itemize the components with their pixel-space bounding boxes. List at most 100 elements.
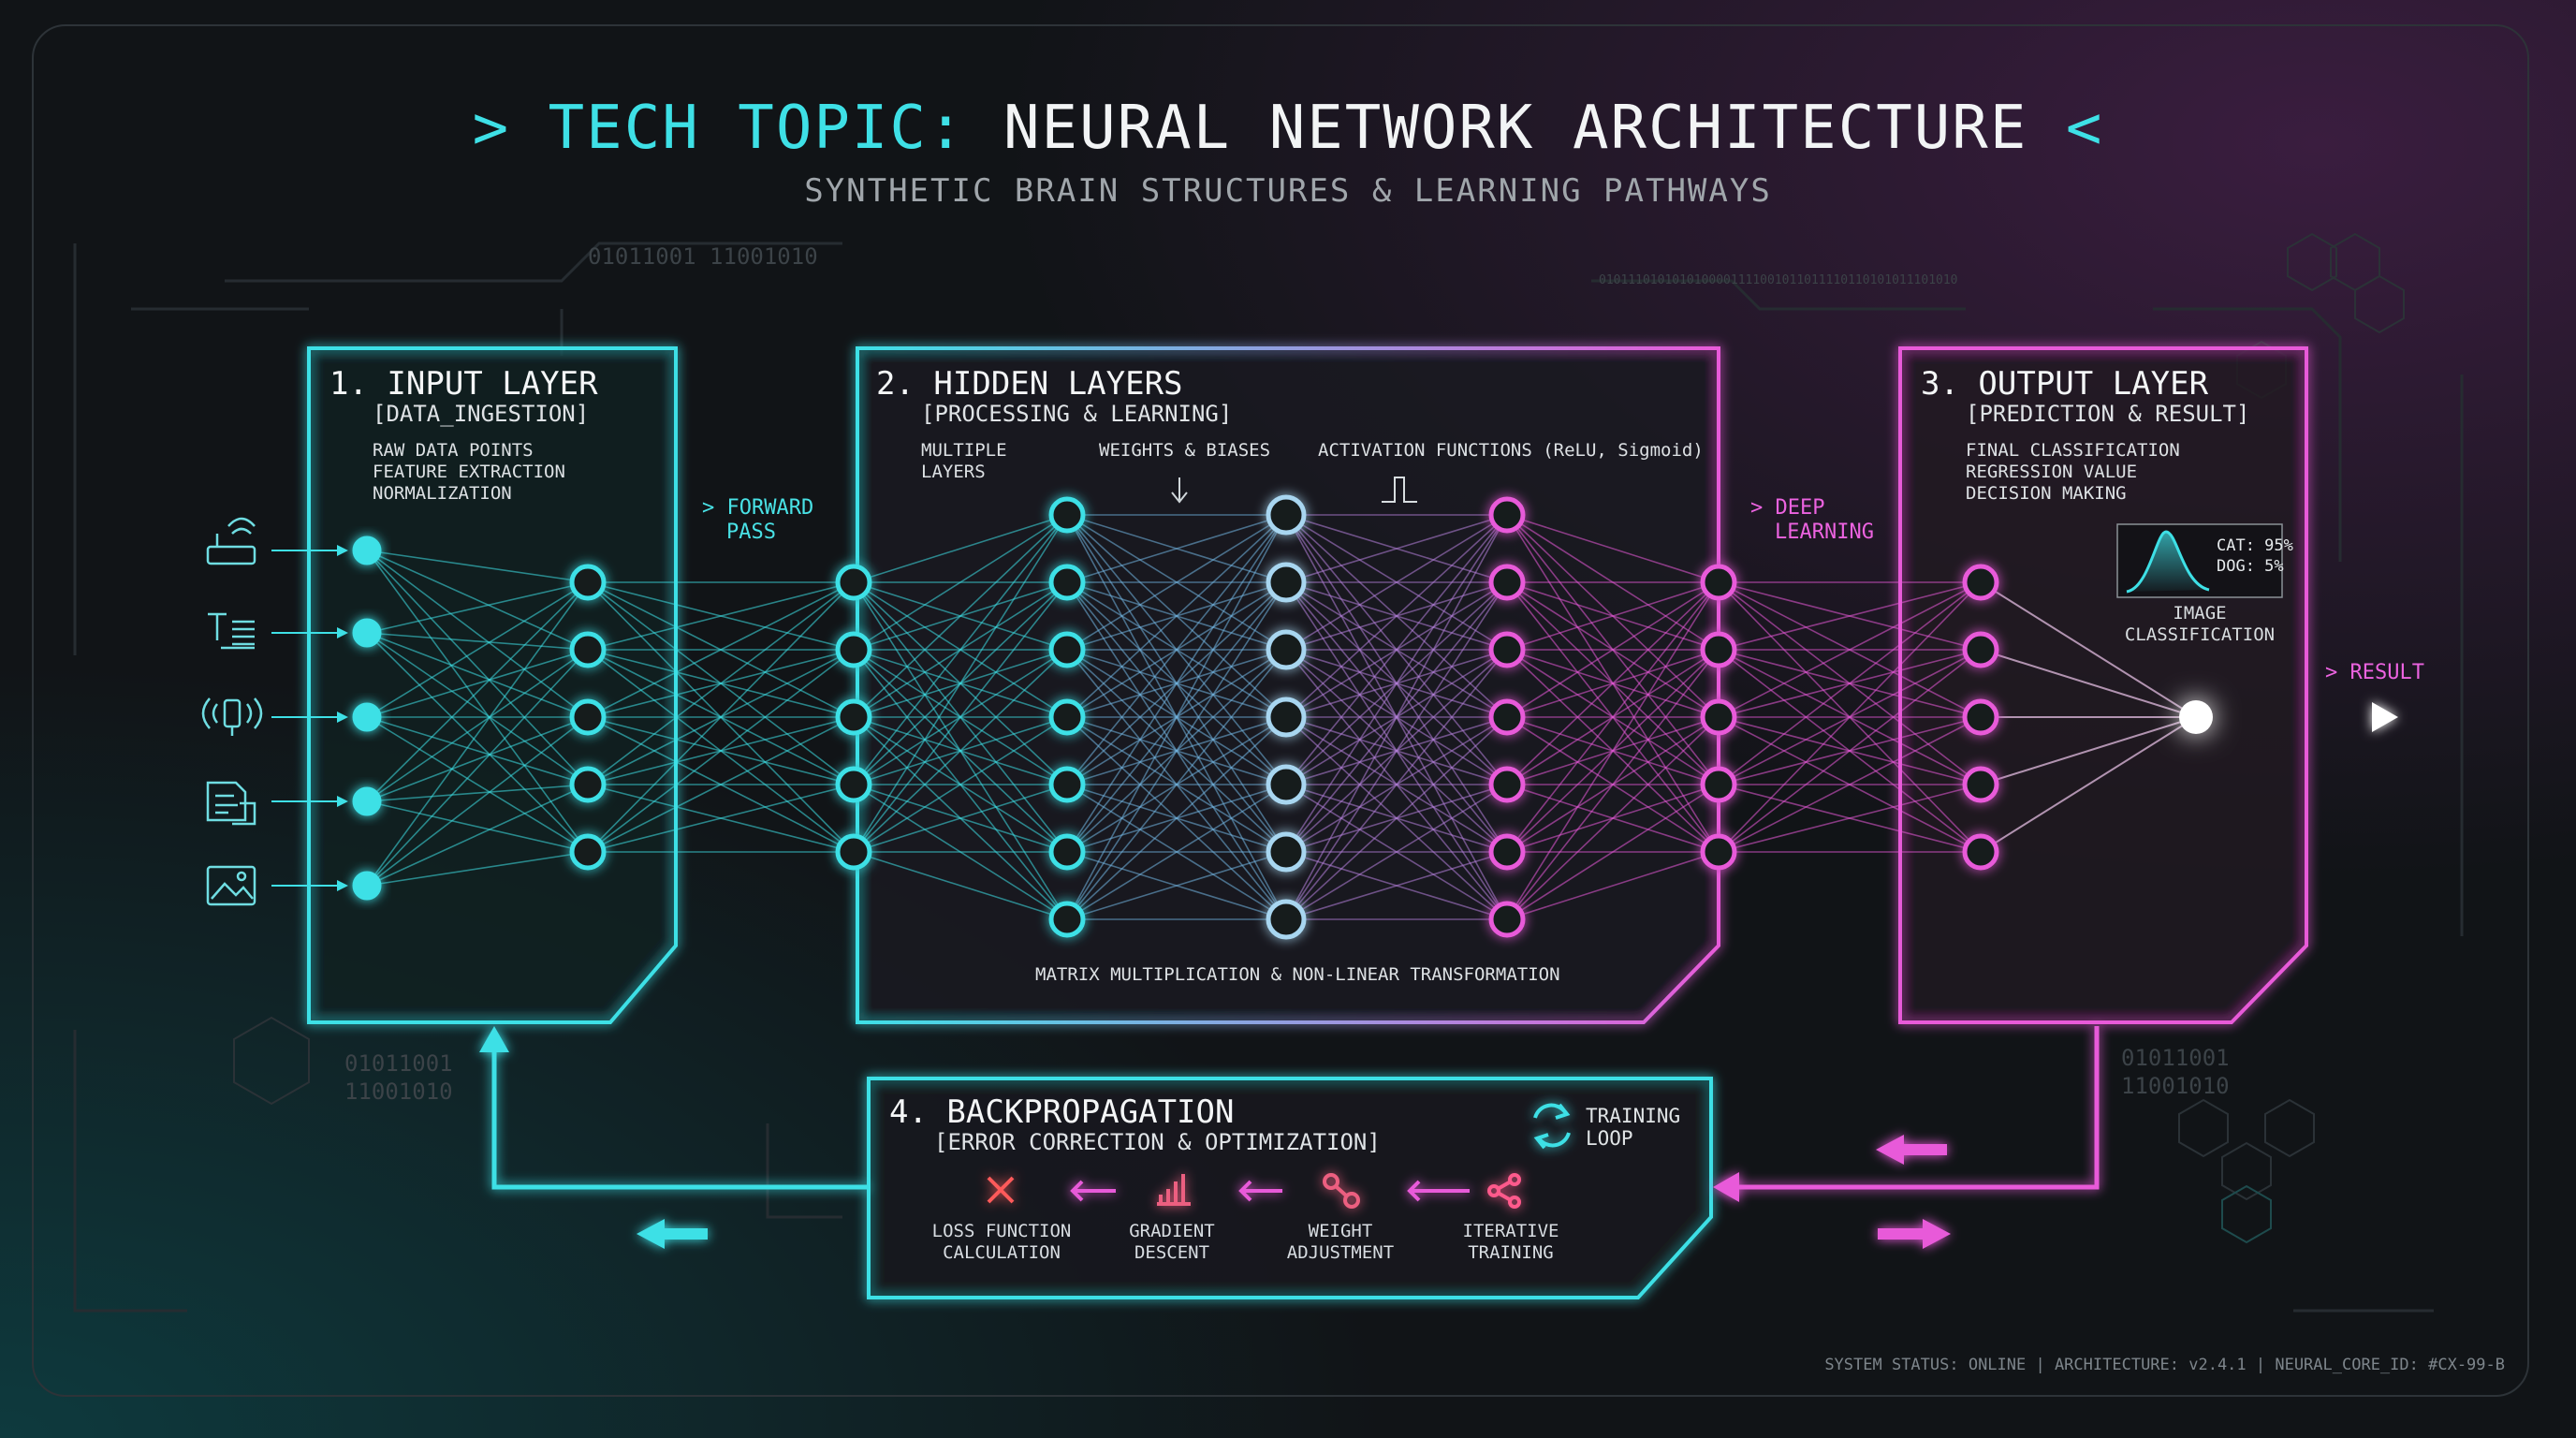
edge (853, 649, 1068, 853)
hidden-node (1700, 631, 1737, 668)
input-line-1: RAW DATA POINTS (373, 440, 534, 461)
hexagon-decor (233, 232, 2405, 1244)
input-node (352, 536, 382, 565)
edge (587, 581, 855, 853)
edge (1066, 514, 1287, 853)
edge (1285, 716, 1508, 920)
edge (1285, 851, 1508, 920)
step-loss-line-2: CALCULATION (943, 1242, 1061, 1263)
backpropagation-panel (867, 1077, 1713, 1299)
backprop-icons (987, 1173, 1521, 1209)
hidden-node (1266, 831, 1307, 873)
edge (366, 550, 589, 583)
hidden-node (1700, 564, 1737, 601)
edge (1718, 581, 1982, 785)
forward-pass-line-2: PASS (726, 521, 776, 544)
output-node (1962, 631, 1999, 668)
edge (366, 632, 589, 651)
input-layer-title: 1. INPUT LAYER (329, 365, 598, 403)
edge (853, 514, 1068, 651)
backprop-step-weight: WEIGHT ADJUSTMENT (1247, 1221, 1434, 1264)
output-line-1: FINAL CLASSIFICATION (1966, 440, 2180, 461)
input-connector-arrowhead (337, 796, 348, 807)
backprop-step-gradient: GRADIENT DESCENT (1078, 1221, 1266, 1264)
edge (1718, 581, 1982, 853)
hidden-node (835, 564, 872, 601)
loop-arrow-pink (1722, 1026, 2100, 1190)
edge (366, 851, 589, 887)
classification-chart (2116, 523, 2283, 598)
deep-learning-line-1: > DEEP (1750, 496, 1825, 520)
backprop-subtitle: [ERROR CORRECTION & OPTIMIZATION] (934, 1129, 1381, 1155)
edge (1285, 514, 1508, 853)
edge (366, 800, 589, 853)
edge (1285, 514, 1508, 651)
output-layer-subtitle: [PREDICTION & RESULT] (1966, 401, 2250, 427)
hidden-node (1700, 698, 1737, 736)
edge (1506, 581, 1720, 785)
binary-decor-1: 01011001 11001010 (588, 243, 818, 270)
edge (1506, 514, 1720, 583)
input-node (352, 786, 382, 816)
edge (853, 514, 1068, 785)
edge (1066, 649, 1287, 920)
node-link-icon (1323, 1173, 1360, 1209)
input-line-2: FEATURE EXTRACTION (373, 462, 565, 482)
hidden-node (1266, 697, 1307, 738)
edge (366, 581, 589, 718)
output-layer-panel (1898, 346, 2308, 1024)
edge (1285, 514, 1508, 785)
chart-values: CAT: 95% DOG: 5% (2217, 536, 2293, 577)
edge (1718, 784, 1982, 853)
binary-decor-3: 11001010 (344, 1078, 453, 1105)
training-loop-label: TRAINING LOOP (1586, 1105, 1680, 1150)
edge (1285, 514, 1508, 583)
title-suffix: < (2065, 94, 2104, 163)
edge (1066, 514, 1287, 785)
input-node (352, 618, 382, 648)
network-nodes (352, 494, 1999, 940)
step-gradient-line-1: GRADIENT (1129, 1221, 1215, 1241)
edge (1506, 581, 1720, 920)
hidden-node (569, 833, 607, 871)
input-icons (201, 517, 263, 906)
hidden-node (1700, 766, 1737, 803)
hidden-node (1266, 629, 1307, 670)
loop-arrowhead-up (479, 1026, 509, 1052)
backprop-step-loss: LOSS FUNCTION CALCULATION (908, 1221, 1095, 1264)
hidden-node (1048, 833, 1086, 871)
deep-learning-line-2: LEARNING (1775, 521, 1874, 544)
binary-decor-4: 01011001 (2121, 1045, 2230, 1071)
edge (853, 514, 1068, 583)
chart-dog-value: DOG: 5% (2217, 557, 2284, 576)
page-subtitle: SYNTHETIC BRAIN STRUCTURES & LEARNING PA… (804, 172, 1772, 210)
input-node (352, 871, 382, 901)
hidden-node (1488, 698, 1526, 736)
title-main: NEURAL NETWORK ARCHITECTURE (1003, 94, 2028, 163)
edge (1506, 784, 1720, 920)
output-node (1962, 698, 1999, 736)
activation-functions-label: ACTIVATION FUNCTIONS (ReLU, Sigmoid) (1318, 440, 1704, 461)
edge (1506, 581, 1720, 651)
edge (366, 716, 589, 785)
edge (1066, 514, 1287, 651)
edge (1066, 581, 1287, 920)
edge (1718, 581, 1982, 718)
input-connector-arrowhead (337, 627, 348, 638)
binary-decor-top-right: 0101110101010100001111001011011110110101… (1599, 273, 1958, 287)
hidden-node (569, 631, 607, 668)
text-icon (208, 612, 255, 650)
share-icon (1487, 1173, 1521, 1209)
bar-chart-icon (1157, 1174, 1191, 1206)
edge (853, 716, 1068, 853)
hidden-layers-footer: MATRIX MULTIPLICATION & NON-LINEAR TRANS… (1035, 964, 1560, 985)
edge (366, 784, 589, 887)
hidden-node (1048, 496, 1086, 534)
edge (1718, 716, 1982, 853)
edge (853, 851, 1068, 920)
chart-cat-value: CAT: 95% (2217, 536, 2293, 555)
input-layer-description: RAW DATA POINTS FEATURE EXTRACTION NORMA… (373, 440, 565, 505)
hidden-node (1488, 496, 1526, 534)
edge (1285, 784, 1508, 920)
activation-pulse-icon (1382, 477, 1417, 503)
